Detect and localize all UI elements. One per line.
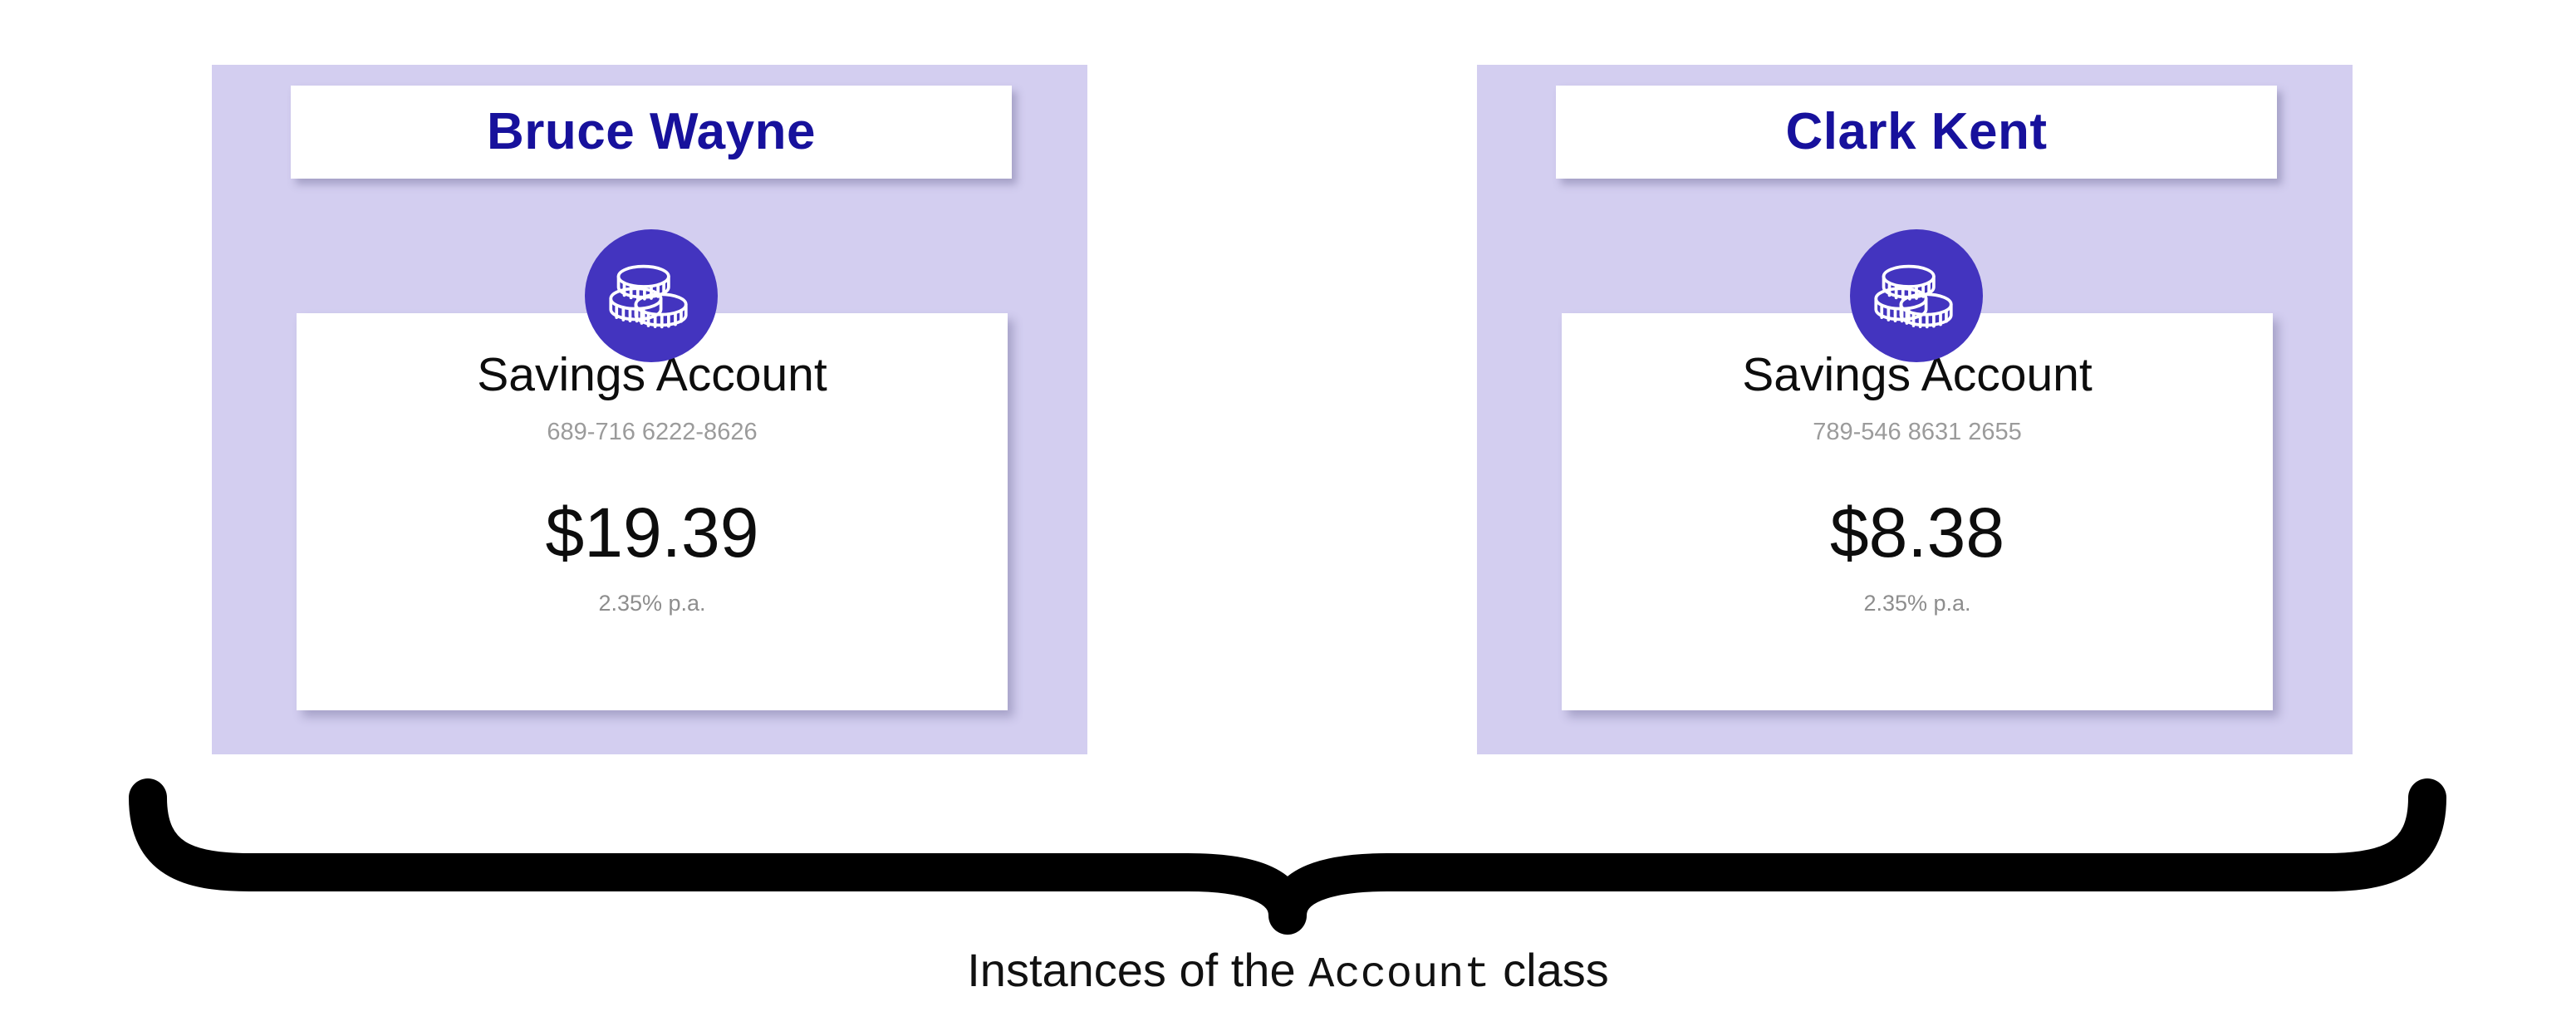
instance-panel-clark-kent: Clark Kent Savings Account 789-546 8631 … [1477,65,2353,754]
caption-prefix: Instances of the [967,944,1309,996]
figure-caption: Instances of the Account class [0,947,2576,997]
owner-name-plate: Clark Kent [1556,86,2277,179]
owner-name-label: Clark Kent [1785,103,2048,160]
account-interest-rate-label: 2.35% p.a. [598,591,706,616]
account-number-label: 789-546 8631 2655 [1813,419,2022,445]
account-balance-value: $19.39 [545,493,759,572]
coin-stack-icon [585,229,718,362]
account-interest-rate-label: 2.35% p.a. [1863,591,1971,616]
coin-stack-icon [1850,229,1983,362]
account-balance-value: $8.38 [1829,493,2005,572]
account-card: Savings Account 689-716 6222-8626 $19.39… [297,313,1008,710]
caption-suffix: class [1489,944,1609,996]
account-card: Savings Account 789-546 8631 2655 $8.38 … [1562,313,2273,710]
owner-name-plate: Bruce Wayne [291,86,1012,179]
instance-panel-bruce-wayne: Bruce Wayne Savings Account 689-7 [212,65,1087,754]
instances-brace [0,773,2576,939]
caption-class-name: Account [1308,950,1490,999]
owner-name-label: Bruce Wayne [487,103,816,160]
account-number-label: 689-716 6222-8626 [547,419,758,445]
